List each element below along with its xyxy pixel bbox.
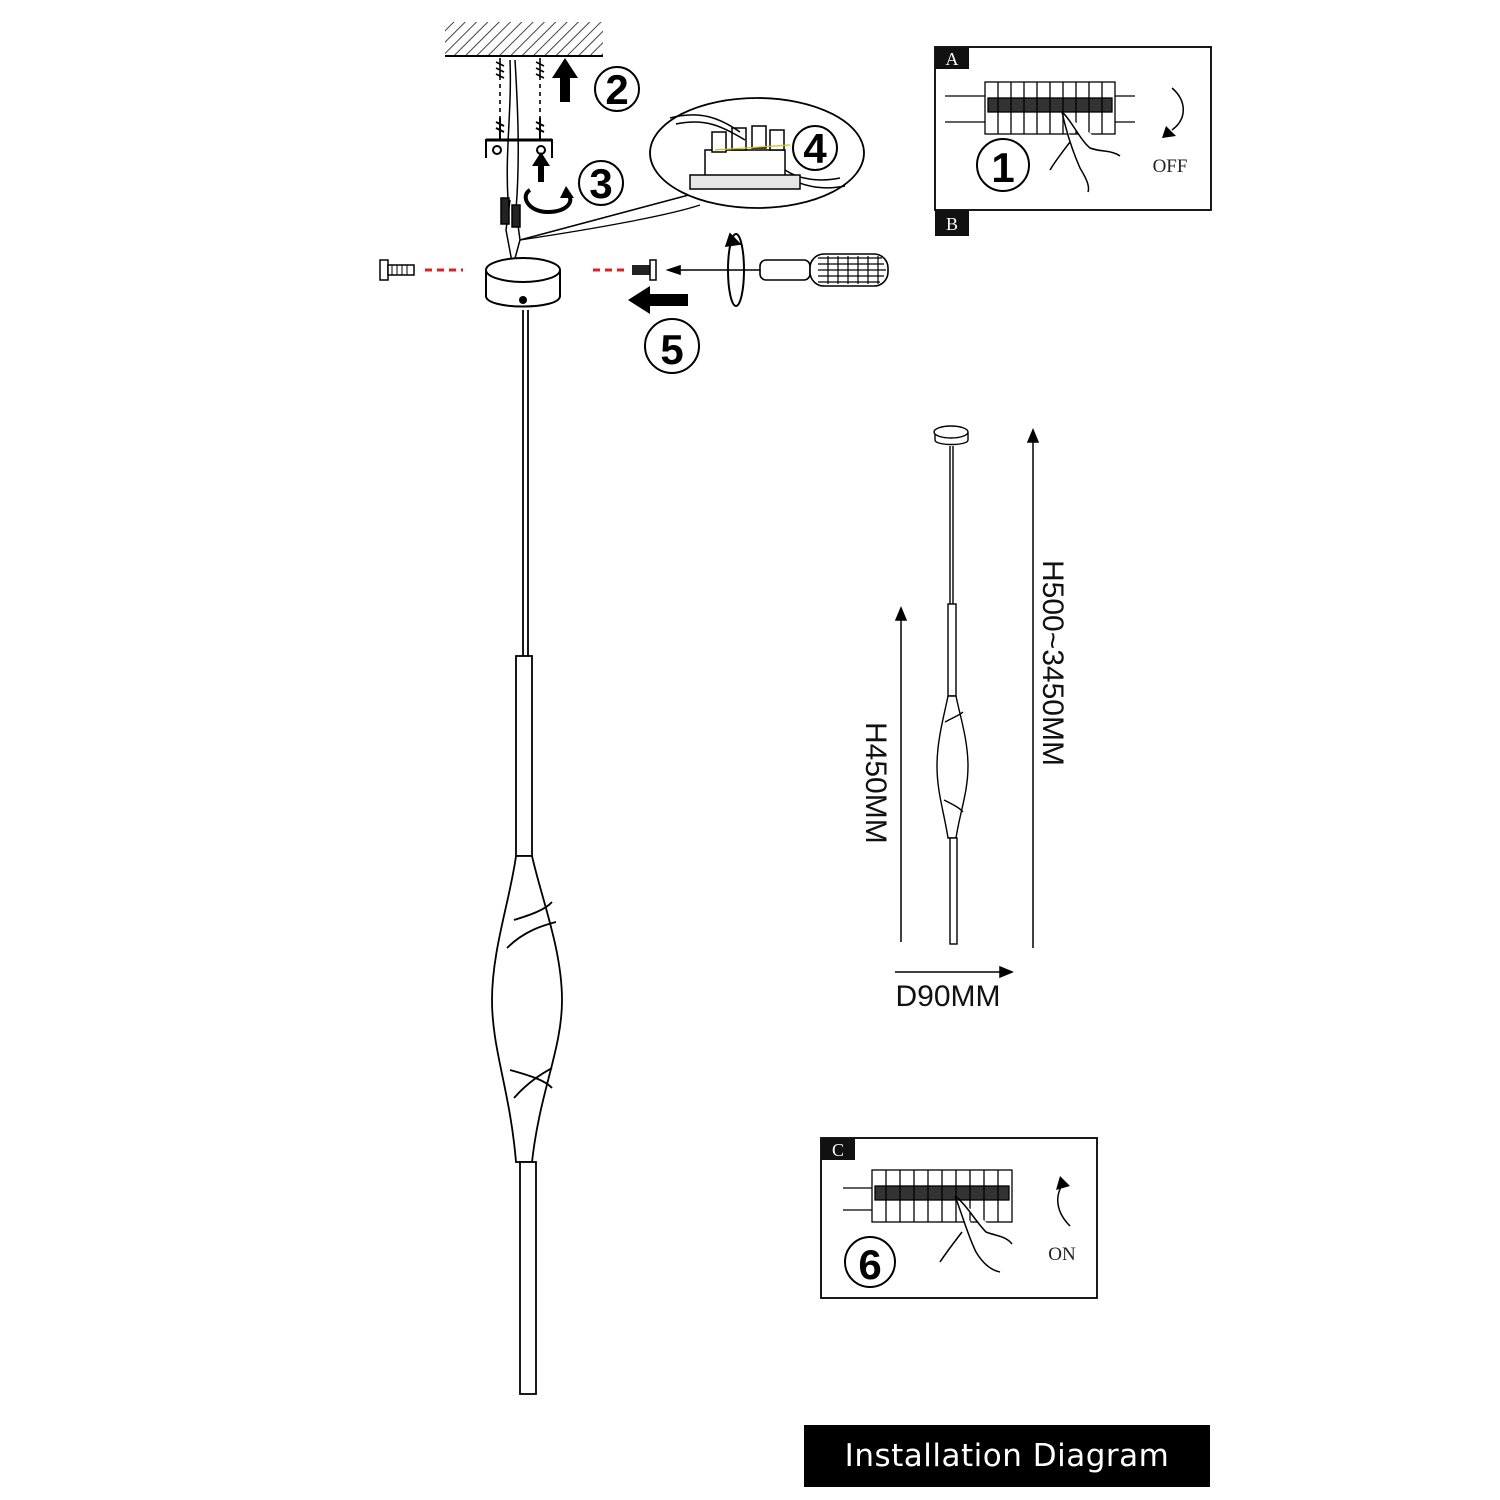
mounting-bracket <box>485 118 553 158</box>
hand-icon <box>939 1195 1013 1273</box>
panel-b-letter: B <box>946 214 958 234</box>
terminal-block <box>669 114 846 190</box>
step-3-arrow <box>523 152 574 215</box>
panel-a-letter: A <box>946 49 959 69</box>
step-5-arrow <box>628 286 688 314</box>
ceiling <box>445 22 603 57</box>
step-6-number: 6 <box>858 1241 881 1288</box>
pendant-lamp <box>491 310 563 1395</box>
total-height-label: H500~3450MM <box>1036 560 1069 766</box>
diameter-label: D90MM <box>895 980 1000 1013</box>
screwdriver-icon <box>665 232 889 307</box>
hand-icon <box>1049 111 1121 193</box>
title-banner: Installation Diagram <box>804 1425 1210 1487</box>
ceiling-canopy <box>485 257 561 308</box>
diagram-title: Installation Diagram <box>844 1438 1170 1474</box>
dimension-arrows <box>894 428 1040 979</box>
breaker-row-icon <box>945 81 1135 135</box>
down-arrow-icon <box>1171 87 1184 131</box>
breaker-panel-off: A B OFF 1 <box>934 46 1212 236</box>
step-4-number: 4 <box>803 125 827 172</box>
step-5-badge: 5 <box>644 318 700 374</box>
left-screw <box>379 259 463 281</box>
off-label: OFF <box>1153 156 1188 177</box>
step-2-arrow <box>552 58 578 102</box>
step-2-number: 2 <box>605 66 628 113</box>
step-5-number: 5 <box>660 326 683 373</box>
step-2-badge: 2 <box>594 66 640 113</box>
power-wires <box>500 59 521 263</box>
terminal-block-callout: 4 <box>519 97 865 241</box>
breaker-panel-on: C ON 6 <box>820 1137 1098 1299</box>
ceiling-screws <box>495 58 545 120</box>
step-3-badge: 3 <box>578 160 624 207</box>
step-3-number: 3 <box>589 160 612 207</box>
right-screw <box>593 259 657 281</box>
on-label: ON <box>1048 1244 1076 1265</box>
body-height-label: H450MM <box>859 722 892 844</box>
dimension-drawing <box>933 425 969 945</box>
step-1-number: 1 <box>991 144 1014 191</box>
panel-c-letter: C <box>832 1140 844 1160</box>
breaker-row-icon <box>843 1169 1013 1223</box>
